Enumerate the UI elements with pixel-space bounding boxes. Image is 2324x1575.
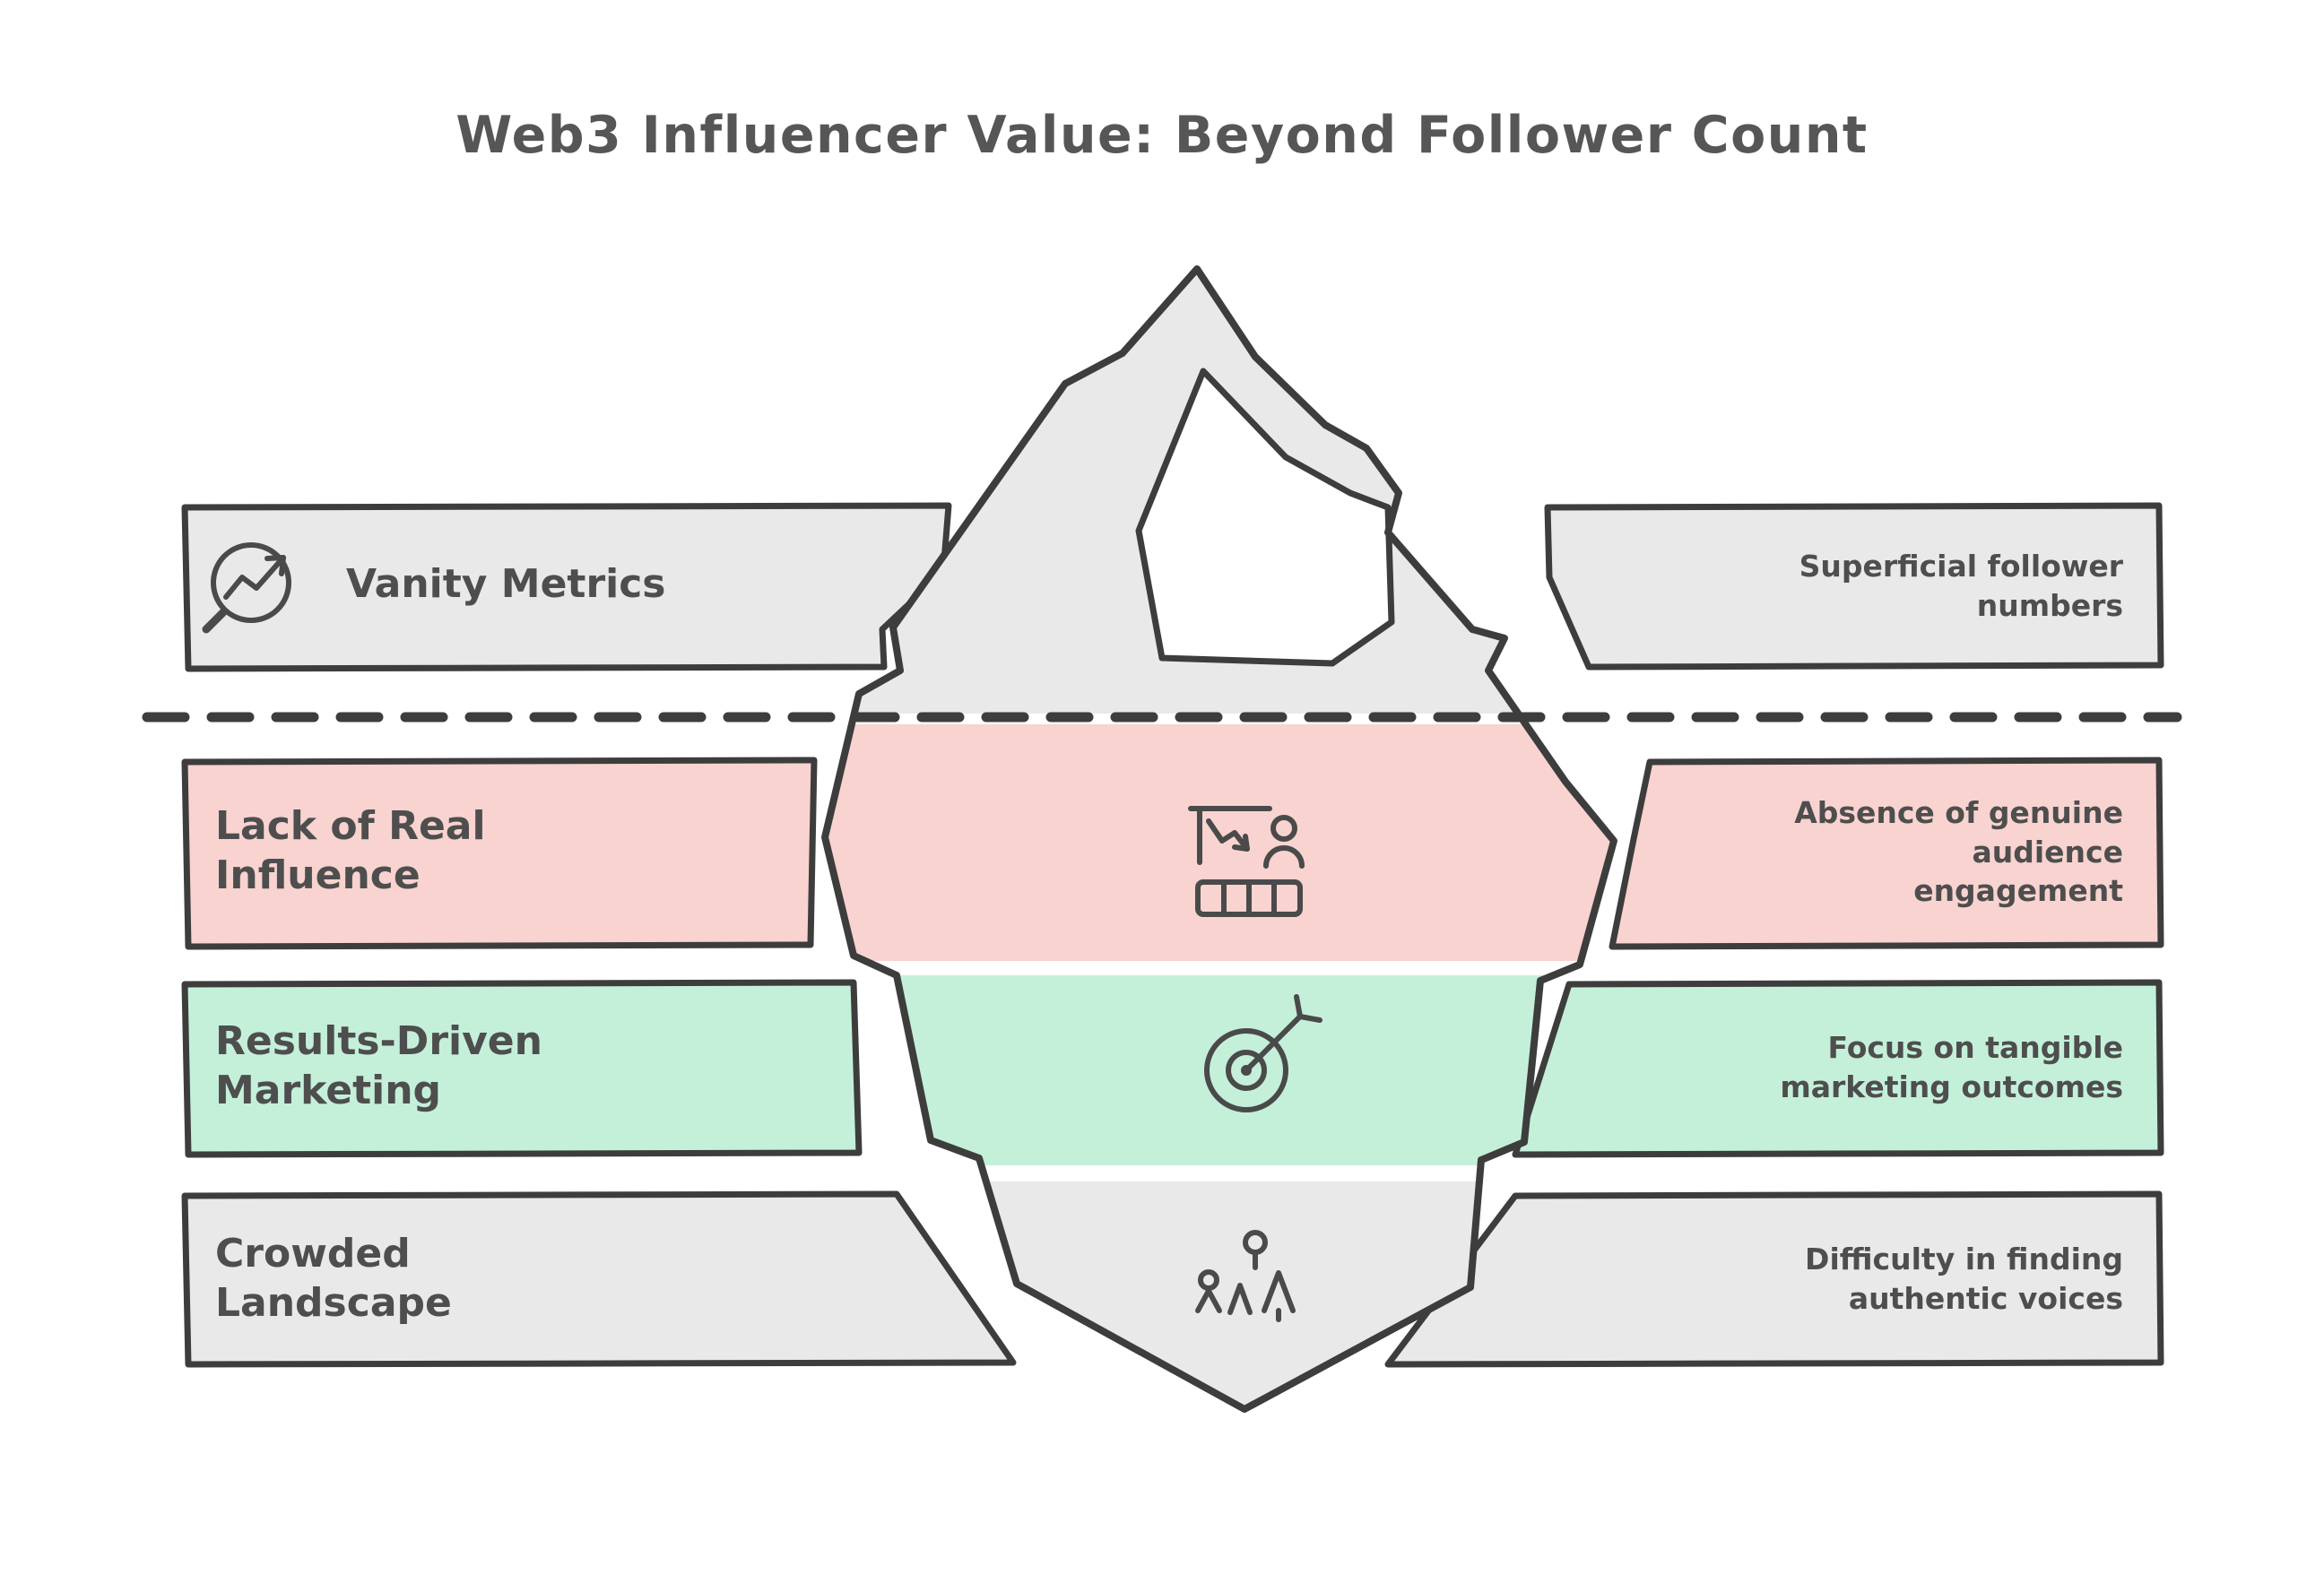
- iceberg-outline: [821, 265, 1617, 1413]
- right-label-superficial-followers: Superficial follower numbers: [1799, 549, 2123, 623]
- left-band-results-driven-marketing: [181, 979, 863, 1158]
- iceberg-snow-face: [1135, 368, 1395, 667]
- right-bands: [1384, 502, 2164, 1368]
- left-bands: [181, 502, 1017, 1368]
- left-band-vanity-metrics: [181, 502, 952, 672]
- right-label-authentic-voices: Difficulty in finding authentic voices: [1805, 1242, 2123, 1316]
- page-title: Web3 Influencer Value: Beyond Follower C…: [455, 106, 1869, 165]
- target-dart-icon: [1204, 994, 1322, 1112]
- iceberg-pink-section: [825, 724, 1614, 961]
- chart-magnifier-icon: [202, 542, 291, 634]
- left-band-crowded-landscape: [181, 1190, 1017, 1368]
- left-label-results-driven-marketing: Results-Driven Marketing: [215, 1018, 542, 1113]
- iceberg-green-section: [825, 975, 1614, 1165]
- left-label-lack-of-real-influence: Lack of Real Influence: [215, 803, 486, 898]
- right-band-tangible-outcomes: [1512, 979, 2164, 1158]
- left-label-vanity-metrics: Vanity Metrics: [346, 561, 666, 607]
- left-label-crowded-landscape: Crowded Landscape: [215, 1231, 452, 1326]
- right-label-tangible-outcomes: Focus on tangible marketing outcomes: [1780, 1030, 2123, 1104]
- left-band-lack-of-real-influence: [181, 757, 818, 950]
- right-label-absence-engagement: Absence of genuine audience engagement: [1794, 795, 2123, 909]
- people-trees-icon: [1195, 1230, 1296, 1322]
- right-band-superficial-followers: [1544, 502, 2164, 671]
- presenter-board-icon: [1188, 806, 1305, 917]
- right-band-absence-engagement: [1609, 757, 2164, 950]
